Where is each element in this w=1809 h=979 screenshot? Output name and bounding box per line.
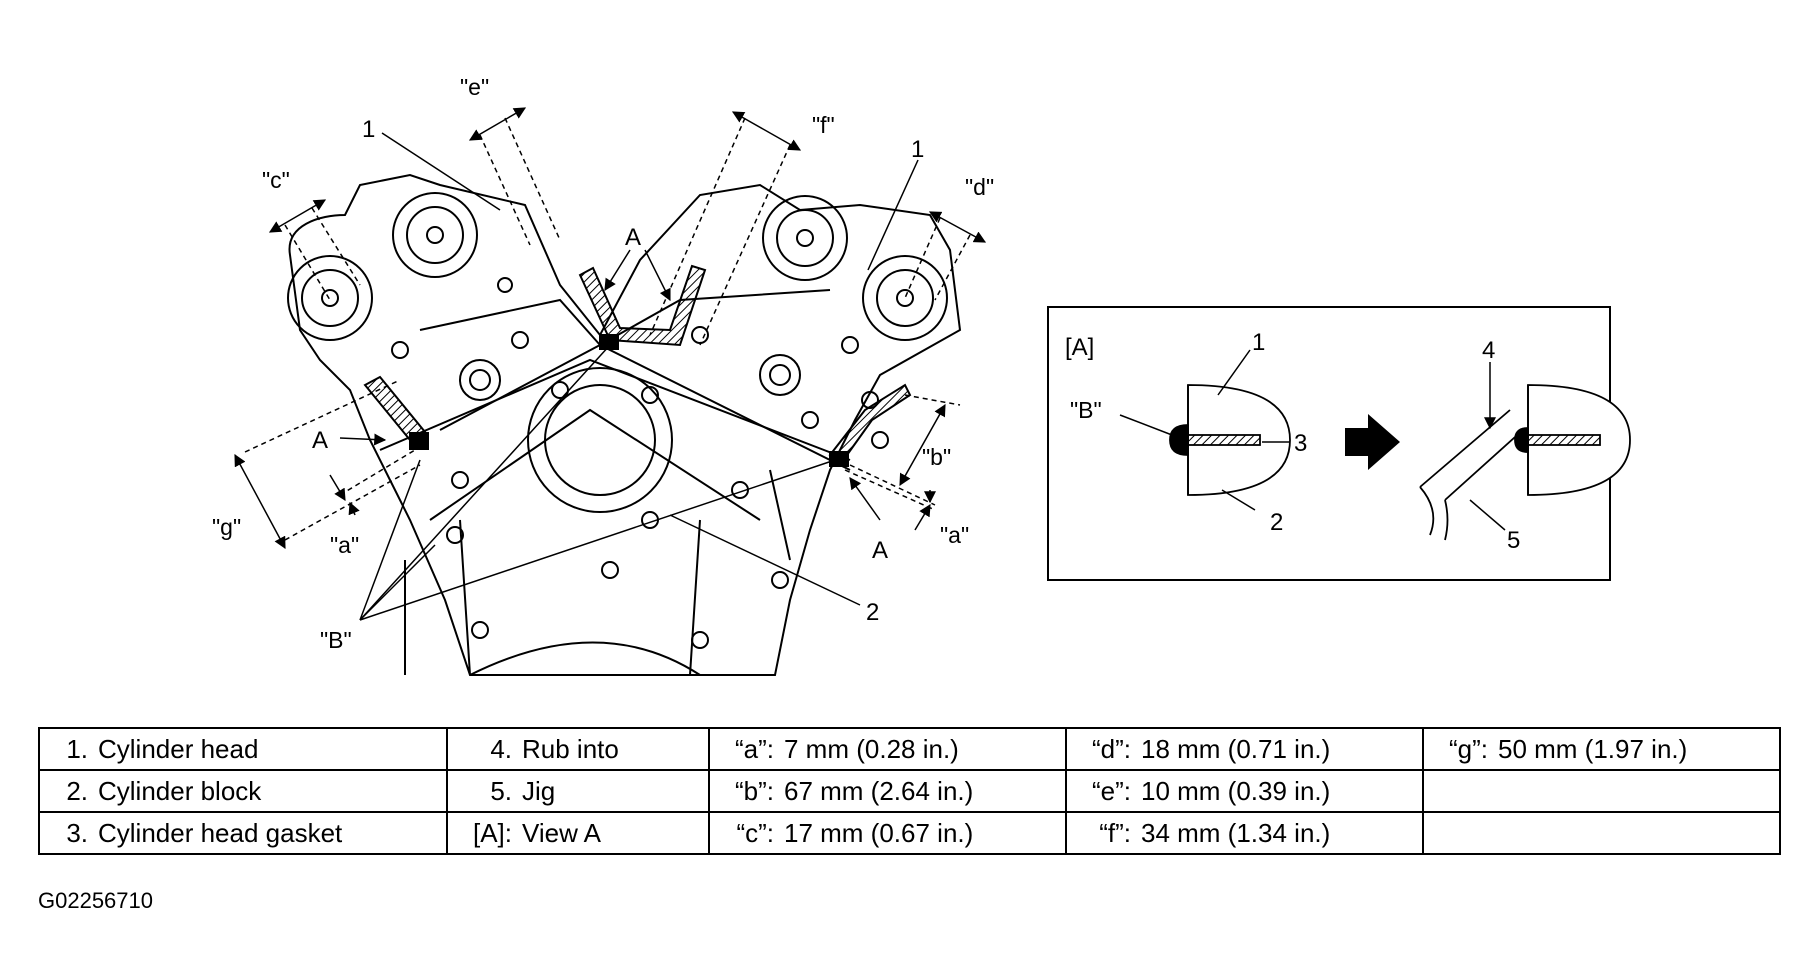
- main-callouts: 1 1 2 A A A "B" "e" "c" "f" "d" "b" "a" …: [212, 74, 994, 653]
- legend-cell-empty: [1422, 811, 1781, 855]
- callout-2: 2: [866, 599, 879, 626]
- leader-lines: [339, 132, 919, 621]
- table-row: 1.Cylinder head 4.Rub into “a”:7 mm (0.2…: [38, 727, 1781, 771]
- process-arrow-icon: [1345, 414, 1400, 470]
- dim-label-a-left: "a": [330, 532, 359, 558]
- view-label-3: 3: [1294, 430, 1307, 457]
- legend-cell: “e”:10 mm (0.39 in.): [1065, 769, 1424, 813]
- legend-cell: 5.Jig: [446, 769, 710, 813]
- legend-cell: 3.Cylinder head gasket: [38, 811, 448, 855]
- seal-before-drawing: [1169, 384, 1291, 496]
- dim-label-d: "d": [965, 174, 994, 200]
- view-a-inset: [A] "B" 1 3 2: [1047, 306, 1631, 581]
- view-label-2: 2: [1270, 509, 1283, 536]
- callout-1-right: 1: [911, 136, 924, 163]
- view-label-4: 4: [1482, 337, 1495, 364]
- table-row: 2.Cylinder block 5.Jig “b”:67 mm (2.64 i…: [38, 769, 1781, 813]
- legend-cell: 2.Cylinder block: [38, 769, 448, 813]
- legend-cell: [A]:View A: [446, 811, 710, 855]
- legend-cell: “g”:50 mm (1.97 in.): [1422, 727, 1781, 771]
- legend-table: 1.Cylinder head 4.Rub into “a”:7 mm (0.2…: [38, 727, 1781, 855]
- legend-cell: “c”:17 mm (0.67 in.): [708, 811, 1067, 855]
- view-label-b: "B": [1070, 397, 1102, 423]
- callout-a-right: A: [872, 537, 888, 564]
- legend-cell: “b”:67 mm (2.64 in.): [708, 769, 1067, 813]
- legend-cell: 4.Rub into: [446, 727, 710, 771]
- legend-cell: “f”:34 mm (1.34 in.): [1065, 811, 1424, 855]
- engine-diagram: 1 1 2 A A A "B" "e" "c" "f" "d" "b" "a" …: [212, 74, 1631, 676]
- dim-label-f: "f": [812, 112, 835, 138]
- dim-label-g: "g": [212, 514, 241, 540]
- callout-a-top: A: [625, 224, 641, 251]
- figure-id: G02256710: [38, 888, 153, 913]
- legend-cell: 1.Cylinder head: [38, 727, 448, 771]
- callout-b: "B": [320, 627, 352, 653]
- legend-cell-empty: [1422, 769, 1781, 813]
- dim-label-e: "e": [460, 74, 489, 100]
- legend-cell: “a”:7 mm (0.28 in.): [708, 727, 1067, 771]
- dim-label-a-right: "a": [940, 522, 969, 548]
- view-label-5: 5: [1507, 527, 1520, 554]
- seal-after-drawing: [1419, 384, 1631, 541]
- table-row: 3.Cylinder head gasket [A]:View A “c”:17…: [38, 811, 1781, 855]
- dimension-lines: [234, 107, 987, 550]
- dim-label-c: "c": [262, 167, 290, 193]
- callout-a-left: A: [312, 427, 328, 454]
- dim-label-b: "b": [922, 444, 951, 470]
- view-a-title: [A]: [1065, 334, 1094, 361]
- engine-block-drawing: [287, 173, 962, 676]
- legend-cell: “d”:18 mm (0.71 in.): [1065, 727, 1424, 771]
- callout-1-left: 1: [362, 116, 375, 143]
- view-label-1: 1: [1252, 329, 1265, 356]
